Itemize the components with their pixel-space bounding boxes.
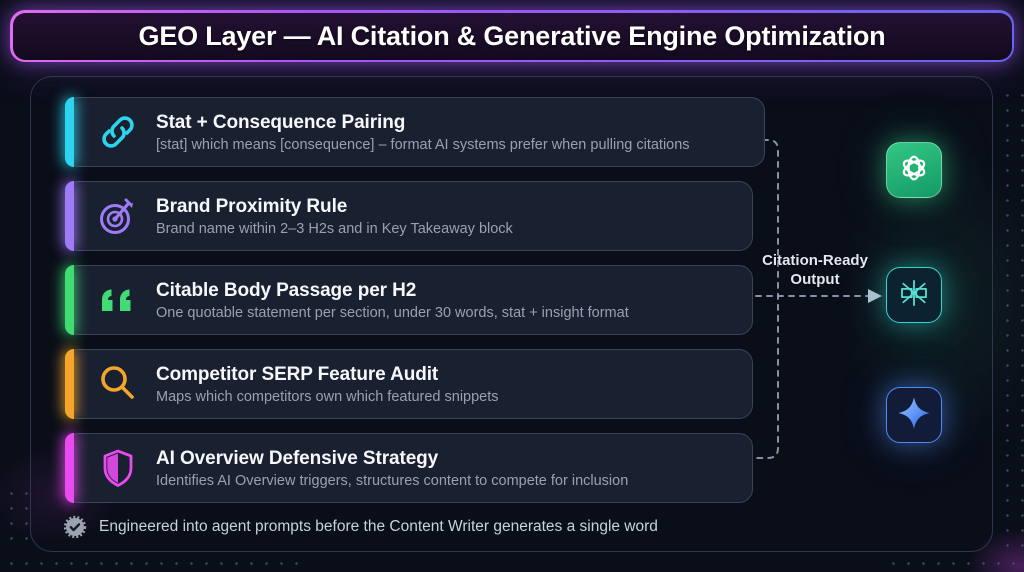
search-icon: [96, 362, 140, 406]
gemini-logo-tile: [886, 387, 942, 443]
dot-grid-corner-left: [4, 486, 32, 548]
gemini-logo-icon: [893, 392, 935, 439]
quote-icon: [96, 278, 140, 322]
shield-icon: [96, 446, 140, 490]
citation-ready-output-label: Citation-Ready Output: [752, 251, 878, 289]
page-title: GEO Layer — AI Citation & Generative Eng…: [138, 20, 886, 51]
output-label-line1: Citation-Ready: [762, 252, 868, 269]
chatgpt-logo-icon: [893, 147, 935, 194]
dot-grid-bottom-right: [886, 556, 1020, 570]
output-label-line2: Output: [790, 271, 840, 288]
card-title: Competitor SERP Feature Audit: [156, 363, 439, 385]
card-subtitle: One quotable statement per section, unde…: [156, 304, 629, 321]
card-ai-overview-defensive: AI Overview Defensive Strategy Identifie…: [65, 433, 753, 503]
link-icon: [96, 110, 140, 154]
card-title: Stat + Consequence Pairing: [156, 111, 406, 133]
card-brand-proximity-rule: Brand Proximity Rule Brand name within 2…: [65, 181, 753, 251]
header-banner-inner: GEO Layer — AI Citation & Generative Eng…: [12, 12, 1012, 60]
dot-grid-bottom-left: [4, 556, 304, 570]
footer-text: Engineered into agent prompts before the…: [99, 518, 658, 535]
perplexity-logo-tile: [886, 267, 942, 323]
card-subtitle: Brand name within 2–3 H2s and in Key Tak…: [156, 220, 513, 237]
card-subtitle: Maps which competitors own which feature…: [156, 388, 499, 405]
card-text-block: Stat + Consequence Pairing [stat] which …: [156, 112, 690, 153]
card-title: Citable Body Passage per H2: [156, 279, 417, 301]
dot-grid-right: [1000, 88, 1024, 548]
card-subtitle: [stat] which means [consequence] – forma…: [156, 136, 690, 153]
content-container: [30, 76, 993, 552]
card-accent-bar: [65, 433, 74, 503]
card-text-block: Brand Proximity Rule Brand name within 2…: [156, 196, 513, 237]
verified-badge-icon: [63, 515, 87, 539]
card-accent-bar: [65, 97, 74, 167]
perplexity-logo-icon: [893, 272, 935, 319]
card-accent-bar: [65, 265, 74, 335]
card-text-block: Citable Body Passage per H2 One quotable…: [156, 280, 629, 321]
card-accent-bar: [65, 349, 74, 419]
card-title: Brand Proximity Rule: [156, 195, 348, 217]
card-competitor-serp-audit: Competitor SERP Feature Audit Maps which…: [65, 349, 753, 419]
card-text-block: Competitor SERP Feature Audit Maps which…: [156, 364, 499, 405]
card-title: AI Overview Defensive Strategy: [156, 447, 439, 469]
footer-note: Engineered into agent prompts before the…: [63, 515, 658, 539]
card-citable-body-passage: Citable Body Passage per H2 One quotable…: [65, 265, 753, 335]
card-subtitle: Identifies AI Overview triggers, structu…: [156, 472, 629, 489]
chatgpt-logo-tile: [886, 142, 942, 198]
target-icon: [96, 194, 140, 238]
card-accent-bar: [65, 181, 74, 251]
card-text-block: AI Overview Defensive Strategy Identifie…: [156, 448, 628, 489]
header-banner: GEO Layer — AI Citation & Generative Eng…: [10, 10, 1014, 62]
card-stat-consequence-pairing: Stat + Consequence Pairing [stat] which …: [65, 97, 765, 167]
